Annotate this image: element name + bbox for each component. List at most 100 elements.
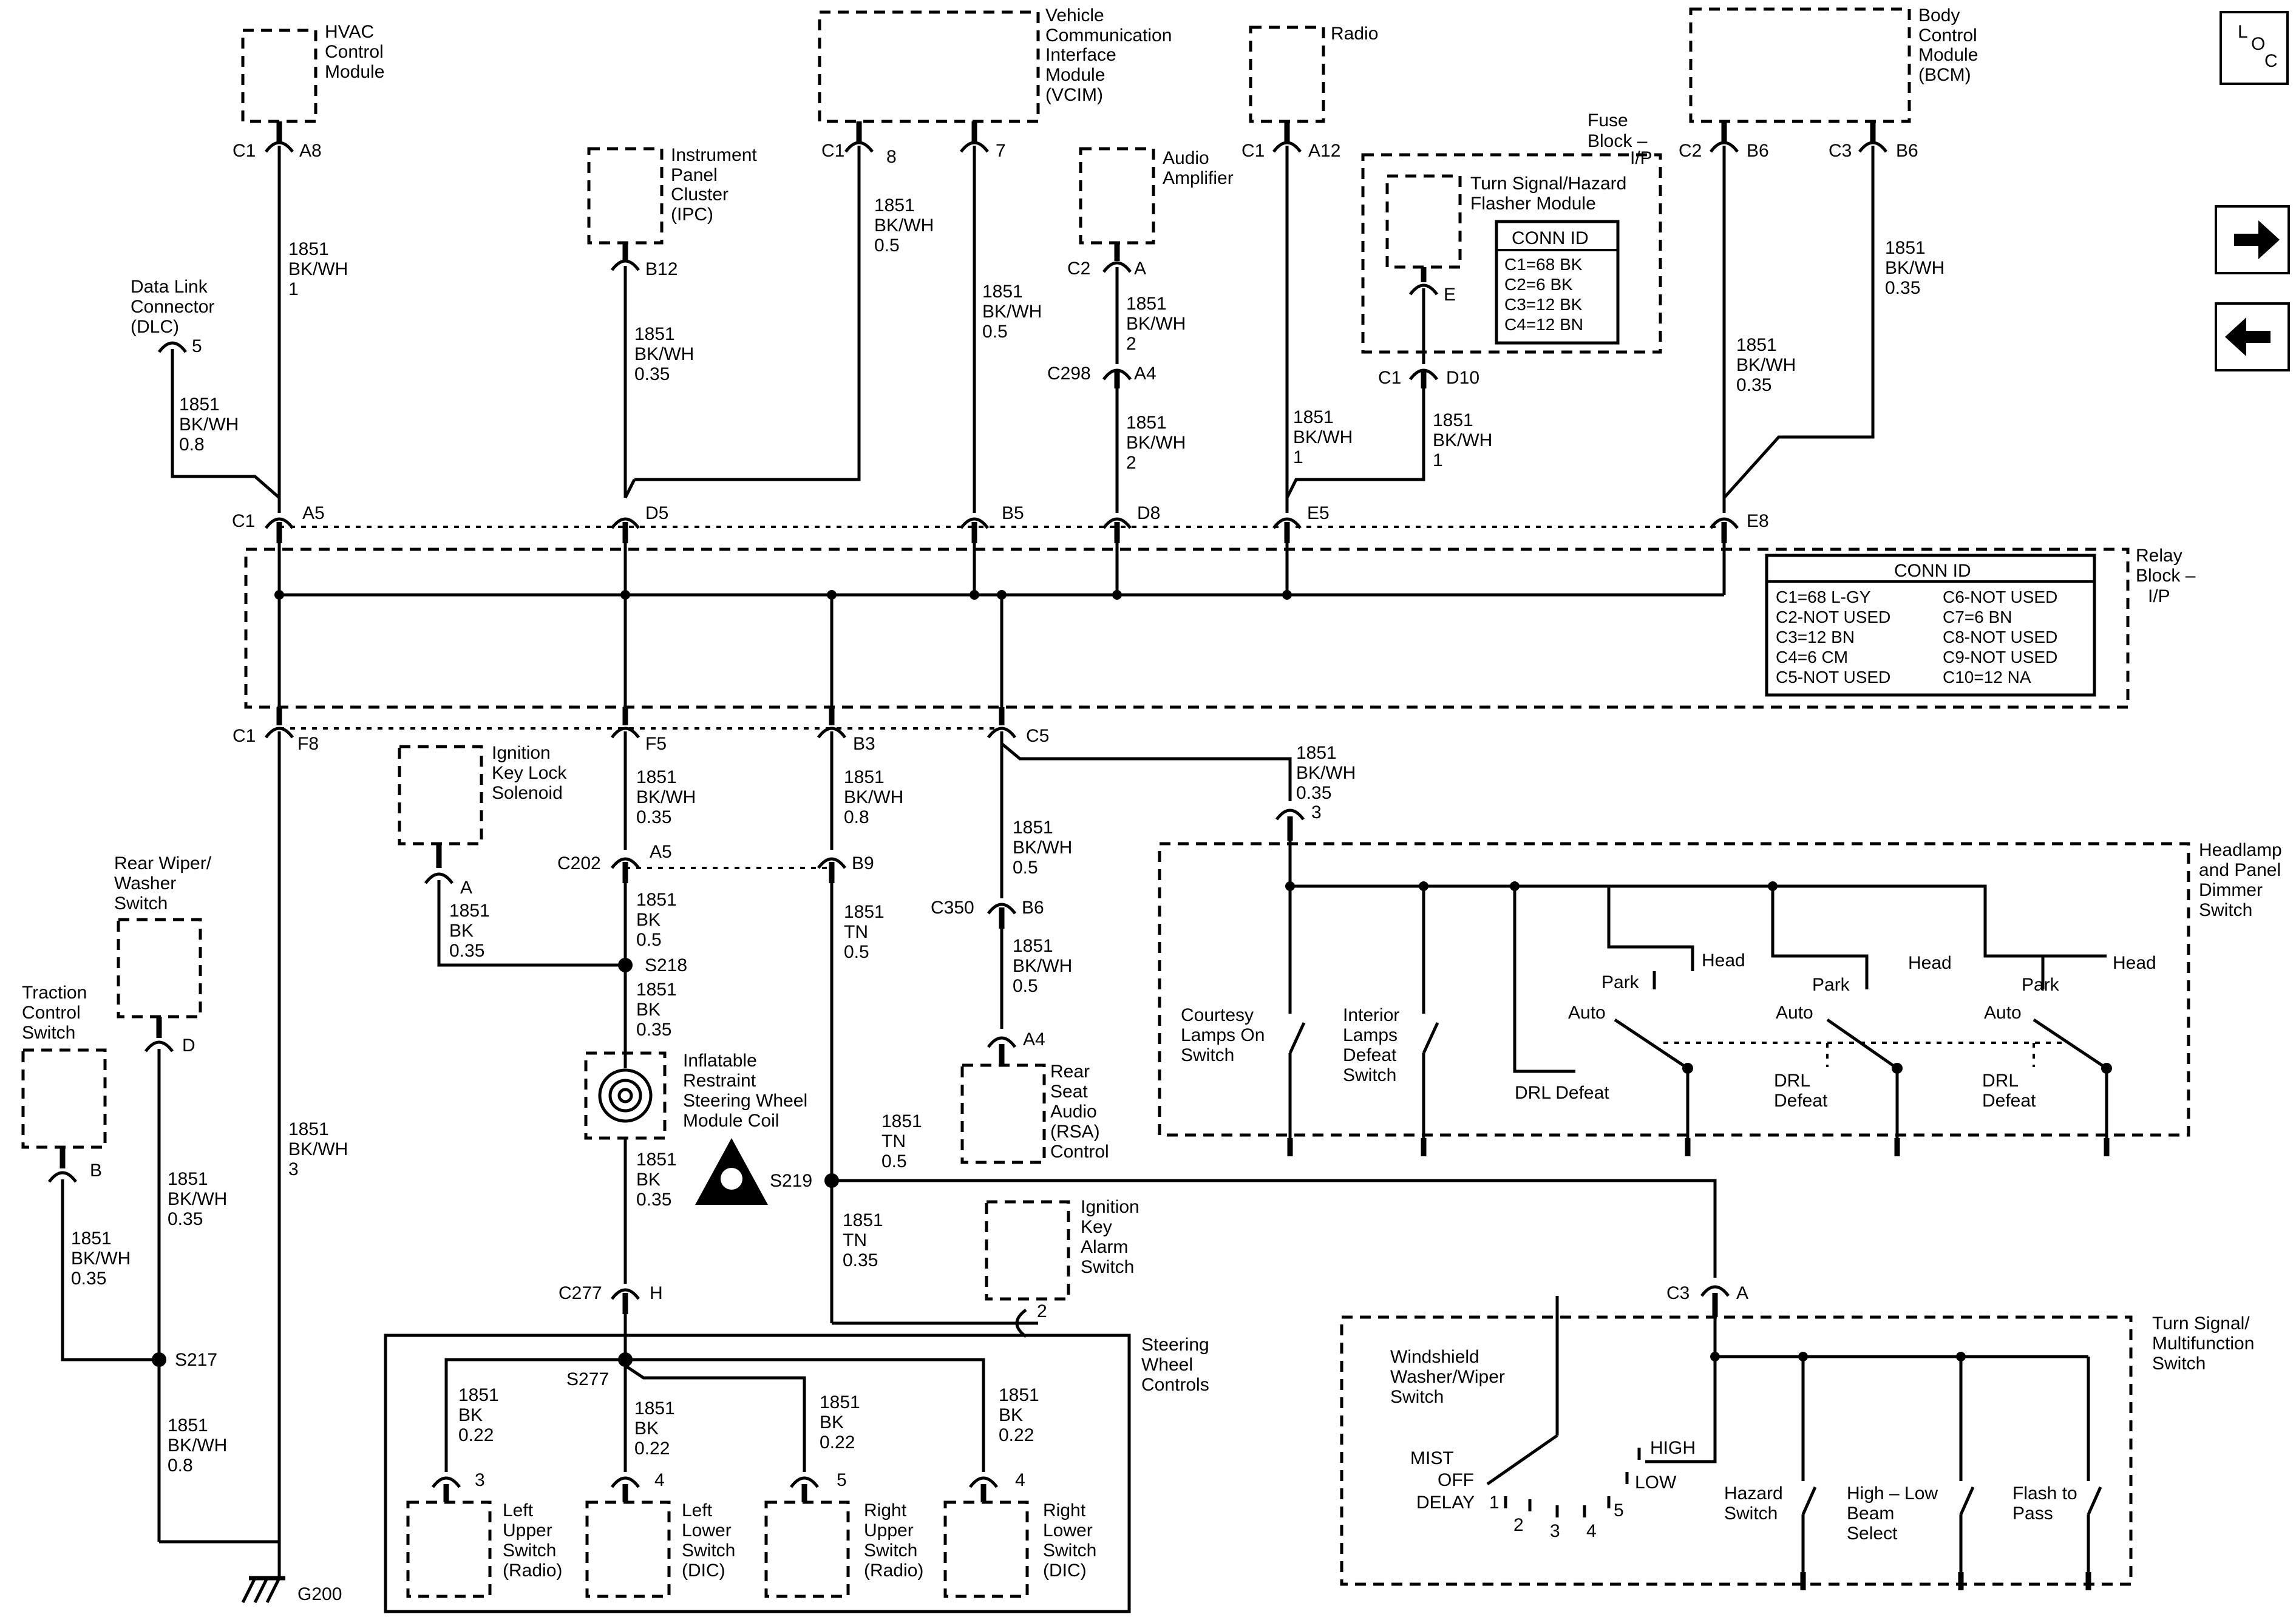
svg-text:B9: B9	[852, 853, 874, 873]
svg-text:CONN ID: CONN ID	[1512, 228, 1589, 248]
svg-text:A4: A4	[1134, 364, 1156, 384]
svg-text:Head: Head	[2113, 953, 2156, 973]
svg-text:D10: D10	[1446, 368, 1479, 388]
svg-text:B6: B6	[1747, 141, 1769, 161]
svg-text:8: 8	[886, 147, 897, 167]
svg-text:Park: Park	[1812, 975, 1850, 995]
svg-text:3: 3	[1550, 1521, 1560, 1541]
prev-page-button[interactable]	[2215, 302, 2290, 371]
svg-text:B3: B3	[853, 734, 875, 754]
relay-block-top-connectors	[264, 517, 1739, 543]
loc-label-l: L	[2238, 22, 2248, 42]
svg-text:C2: C2	[1067, 259, 1090, 279]
svg-text:C3: C3	[1829, 141, 1852, 161]
svg-text:C1=68 L-GY: C1=68 L-GY	[1776, 588, 1871, 606]
svg-text:3: 3	[1311, 802, 1322, 822]
svg-text:A8: A8	[299, 141, 322, 161]
svg-text:5: 5	[192, 336, 202, 356]
svg-text:A12: A12	[1308, 141, 1340, 161]
svg-text:F8: F8	[297, 734, 319, 754]
svg-text:S217: S217	[175, 1350, 217, 1370]
svg-text:C1: C1	[232, 511, 255, 531]
svg-text:E5: E5	[1307, 503, 1330, 523]
svg-text:B: B	[90, 1161, 102, 1181]
svg-text:4: 4	[1015, 1470, 1025, 1490]
svg-text:C2=6 BK: C2=6 BK	[1504, 275, 1573, 294]
svg-text:5: 5	[837, 1470, 847, 1490]
coil-spiral-icon	[598, 1068, 653, 1123]
svg-text:Park: Park	[2022, 975, 2060, 995]
headlamp-output-pins	[1287, 1138, 2110, 1156]
svg-text:E8: E8	[1747, 511, 1769, 531]
loc-label-c: C	[2264, 51, 2278, 71]
svg-text:C3: C3	[1666, 1283, 1690, 1303]
svg-text:MIST: MIST	[1410, 1448, 1454, 1468]
svg-text:C1: C1	[233, 726, 256, 746]
svg-text:C9-NOT USED: C9-NOT USED	[1943, 648, 2057, 666]
svg-text:C2-NOT USED: C2-NOT USED	[1776, 608, 1890, 626]
svg-text:DELAY: DELAY	[1416, 1493, 1475, 1513]
svg-text:5: 5	[1614, 1500, 1624, 1520]
svg-text:D: D	[182, 1036, 195, 1056]
svg-text:LOW: LOW	[1635, 1473, 1677, 1493]
bus-junctions	[274, 590, 1292, 600]
svg-text:C7=6 BN: C7=6 BN	[1943, 608, 2012, 626]
svg-text:7: 7	[996, 141, 1006, 161]
svg-text:D8: D8	[1137, 503, 1160, 523]
next-page-button[interactable]	[2215, 205, 2290, 274]
loc-button[interactable]: L O C	[2220, 11, 2289, 85]
arrow-right-icon	[2234, 220, 2280, 259]
svg-text:2: 2	[1037, 1301, 1047, 1321]
svg-text:B6: B6	[1896, 141, 1918, 161]
svg-text:C4=12 BN: C4=12 BN	[1504, 315, 1583, 334]
svg-text:C298: C298	[1047, 364, 1091, 384]
svg-text:C8-NOT USED: C8-NOT USED	[1943, 628, 2057, 646]
svg-text:H: H	[650, 1283, 663, 1303]
svg-text:A4: A4	[1023, 1029, 1045, 1049]
